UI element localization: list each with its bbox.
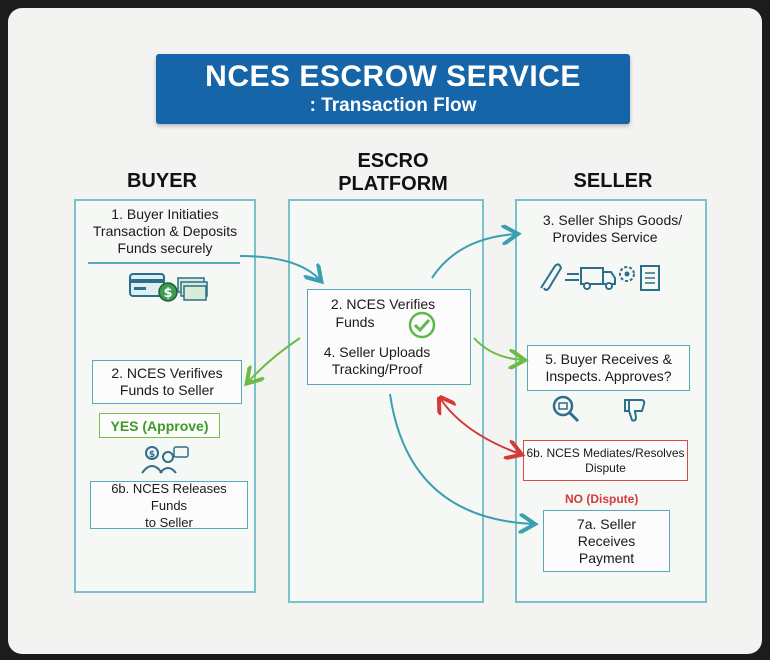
buyer-step1-line3: Funds securely	[117, 240, 213, 256]
arrow-platform-to-buyer-verify	[248, 337, 301, 382]
arrow-platform-to-seller-ship	[431, 234, 516, 279]
diagram-canvas: NCES ESCROW SERVICE : Transaction Flow B…	[8, 8, 762, 654]
checkmark-icon	[407, 310, 437, 344]
shipping-icons	[535, 260, 665, 301]
buyer-step2-line2: Funds to Seller	[119, 382, 215, 398]
dispute-label: NO (Dispute)	[565, 492, 639, 506]
buyer-step1-line2: Transaction & Deposits	[92, 223, 238, 239]
svg-text:$: $	[149, 450, 155, 460]
seller-step6b-line2: Dispute	[585, 460, 626, 475]
seller-step5-line1: 5. Buyer Receives &	[545, 351, 672, 367]
arrow-dispute-bidirectional	[440, 398, 520, 454]
diagram-subtitle: : Transaction Flow	[309, 95, 477, 116]
platform-step2-line2: Funds	[335, 314, 375, 330]
seller-step7a-box: 7a. Seller Receives Payment	[543, 510, 670, 572]
people-chat-icon: $	[140, 445, 190, 480]
title-banner: NCES ESCROW SERVICE : Transaction Flow	[156, 54, 630, 124]
platform-verify-box: 2. NCES Verifies Funds 4. Seller Uploads…	[307, 289, 471, 385]
buyer-step1-divider	[88, 262, 240, 264]
seller-step7a-line3: Payment	[578, 549, 635, 566]
lane-header-seller: SELLER	[573, 170, 653, 192]
seller-step5-box: 5. Buyer Receives & Inspects. Approves?	[527, 345, 690, 391]
arrow-platform-to-payment	[389, 393, 533, 524]
thumbs-down-icon	[621, 396, 649, 429]
seller-step5-line2: Inspects. Approves?	[545, 368, 672, 384]
diagram-title: NCES ESCROW SERVICE	[205, 60, 581, 93]
buyer-step2-line1: 2. NCES Verifives	[111, 365, 223, 381]
seller-step7a-line2: Receives	[577, 532, 636, 549]
lane-header-platform-line2: PLATFORM	[338, 173, 448, 195]
buyer-step1-line1: 1. Buyer Initiaties	[111, 206, 219, 222]
seller-step3-line1: 3. Seller Ships Goods/	[542, 212, 683, 228]
lane-header-buyer: BUYER	[126, 170, 197, 192]
platform-step4-line2: Tracking/Proof	[331, 361, 423, 377]
approve-pill: YES (Approve)	[99, 413, 220, 438]
card-cash-icon: $	[128, 270, 208, 309]
seller-step7a-line1: 7a. Seller	[576, 515, 637, 532]
buyer-step6b-line2: to Seller	[145, 514, 193, 530]
arrow-buyer-to-platform	[239, 255, 320, 280]
buyer-step6b-line1: 6b. NCES Releases Funds	[111, 480, 227, 513]
arrow-platform-to-seller-inspect	[473, 337, 523, 360]
flow-arrows	[239, 8, 762, 654]
buyer-step6b-box: 6b. NCES Releases Funds to Seller	[90, 480, 248, 530]
svg-text:$: $	[163, 286, 172, 301]
seller-dispute-box: 6b. NCES Mediates/Resolves Dispute	[523, 440, 688, 481]
inspect-magnifier-icon	[550, 394, 584, 429]
platform-step2-line1: 2. NCES Verifies	[330, 296, 436, 312]
seller-step3-line2: Provides Service	[552, 229, 658, 245]
lane-header-platform-line1: ESCRO	[357, 150, 429, 172]
buyer-step2-box: 2. NCES Verifives Funds to Seller	[92, 360, 242, 404]
platform-step4-line1: 4. Seller Uploads	[323, 344, 431, 360]
seller-step6b-line1: 6b. NCES Mediates/Resolves	[526, 445, 685, 460]
